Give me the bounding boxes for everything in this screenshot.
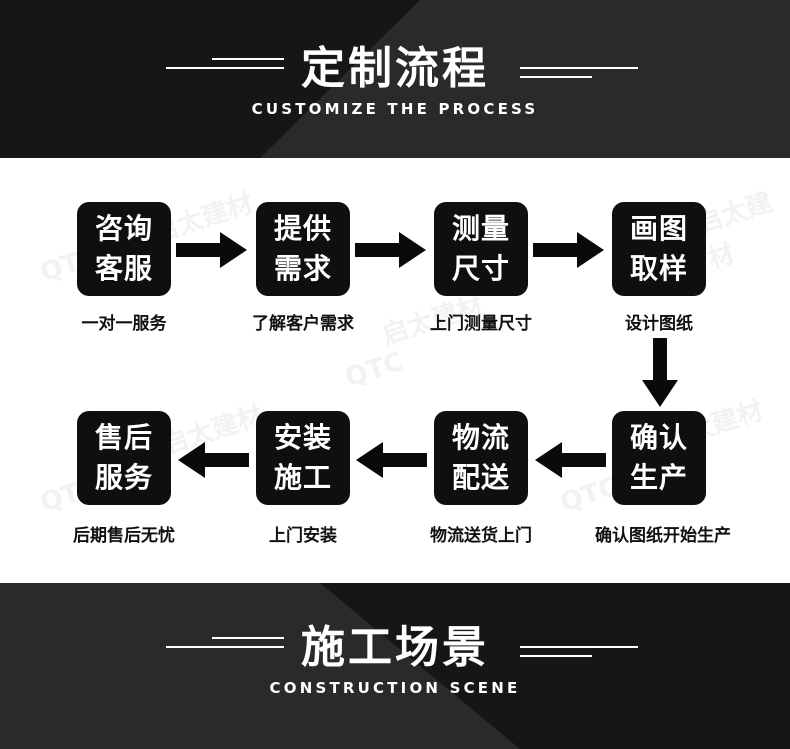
step-caption: 了解客户需求	[252, 314, 354, 334]
process-title: 定制流程	[301, 43, 489, 94]
step-caption: 后期售后无忧	[73, 526, 175, 546]
arrow-right-icon	[355, 232, 426, 268]
banner-wedge	[260, 0, 790, 158]
step-caption: 物流送货上门	[430, 526, 532, 546]
scene-banner: 施工场景 CONSTRUCTION SCENE	[0, 583, 790, 749]
arrow-down-icon	[642, 338, 678, 407]
step-caption: 设计图纸	[625, 314, 693, 334]
step-drawing-sampling: 画图取样	[612, 202, 706, 296]
arrow-right-icon	[533, 232, 604, 268]
title-decoration-line	[520, 646, 638, 648]
title-decoration-line	[166, 646, 284, 648]
title-decoration-line	[520, 67, 638, 69]
title-decoration-line	[212, 58, 284, 60]
arrow-left-icon	[535, 442, 606, 478]
title-decoration-line	[166, 67, 284, 69]
step-logistics: 物流配送	[434, 411, 528, 505]
step-caption: 上门测量尺寸	[430, 314, 532, 334]
banner-wedge	[0, 583, 520, 749]
step-after-sales: 售后服务	[77, 411, 171, 505]
process-banner: 定制流程 CUSTOMIZE THE PROCESS	[0, 0, 790, 158]
scene-title: 施工场景	[301, 622, 489, 673]
step-caption: 确认图纸开始生产	[595, 526, 731, 546]
step-caption: 一对一服务	[81, 314, 167, 334]
step-caption: 上门安装	[269, 526, 337, 546]
title-decoration-line	[520, 655, 592, 657]
step-consult-service: 咨询客服	[77, 202, 171, 296]
title-decoration-line	[520, 76, 592, 78]
scene-subtitle: CONSTRUCTION SCENE	[269, 679, 521, 697]
arrow-left-icon	[356, 442, 427, 478]
step-measure-size: 测量尺寸	[434, 202, 528, 296]
arrow-left-icon	[178, 442, 249, 478]
step-confirm-production: 确认生产	[612, 411, 706, 505]
title-decoration-line	[212, 637, 284, 639]
process-subtitle: CUSTOMIZE THE PROCESS	[251, 100, 539, 118]
step-provide-requirements: 提供需求	[256, 202, 350, 296]
step-install: 安装施工	[256, 411, 350, 505]
arrow-right-icon	[176, 232, 247, 268]
watermark-logo: QTC	[341, 346, 408, 394]
